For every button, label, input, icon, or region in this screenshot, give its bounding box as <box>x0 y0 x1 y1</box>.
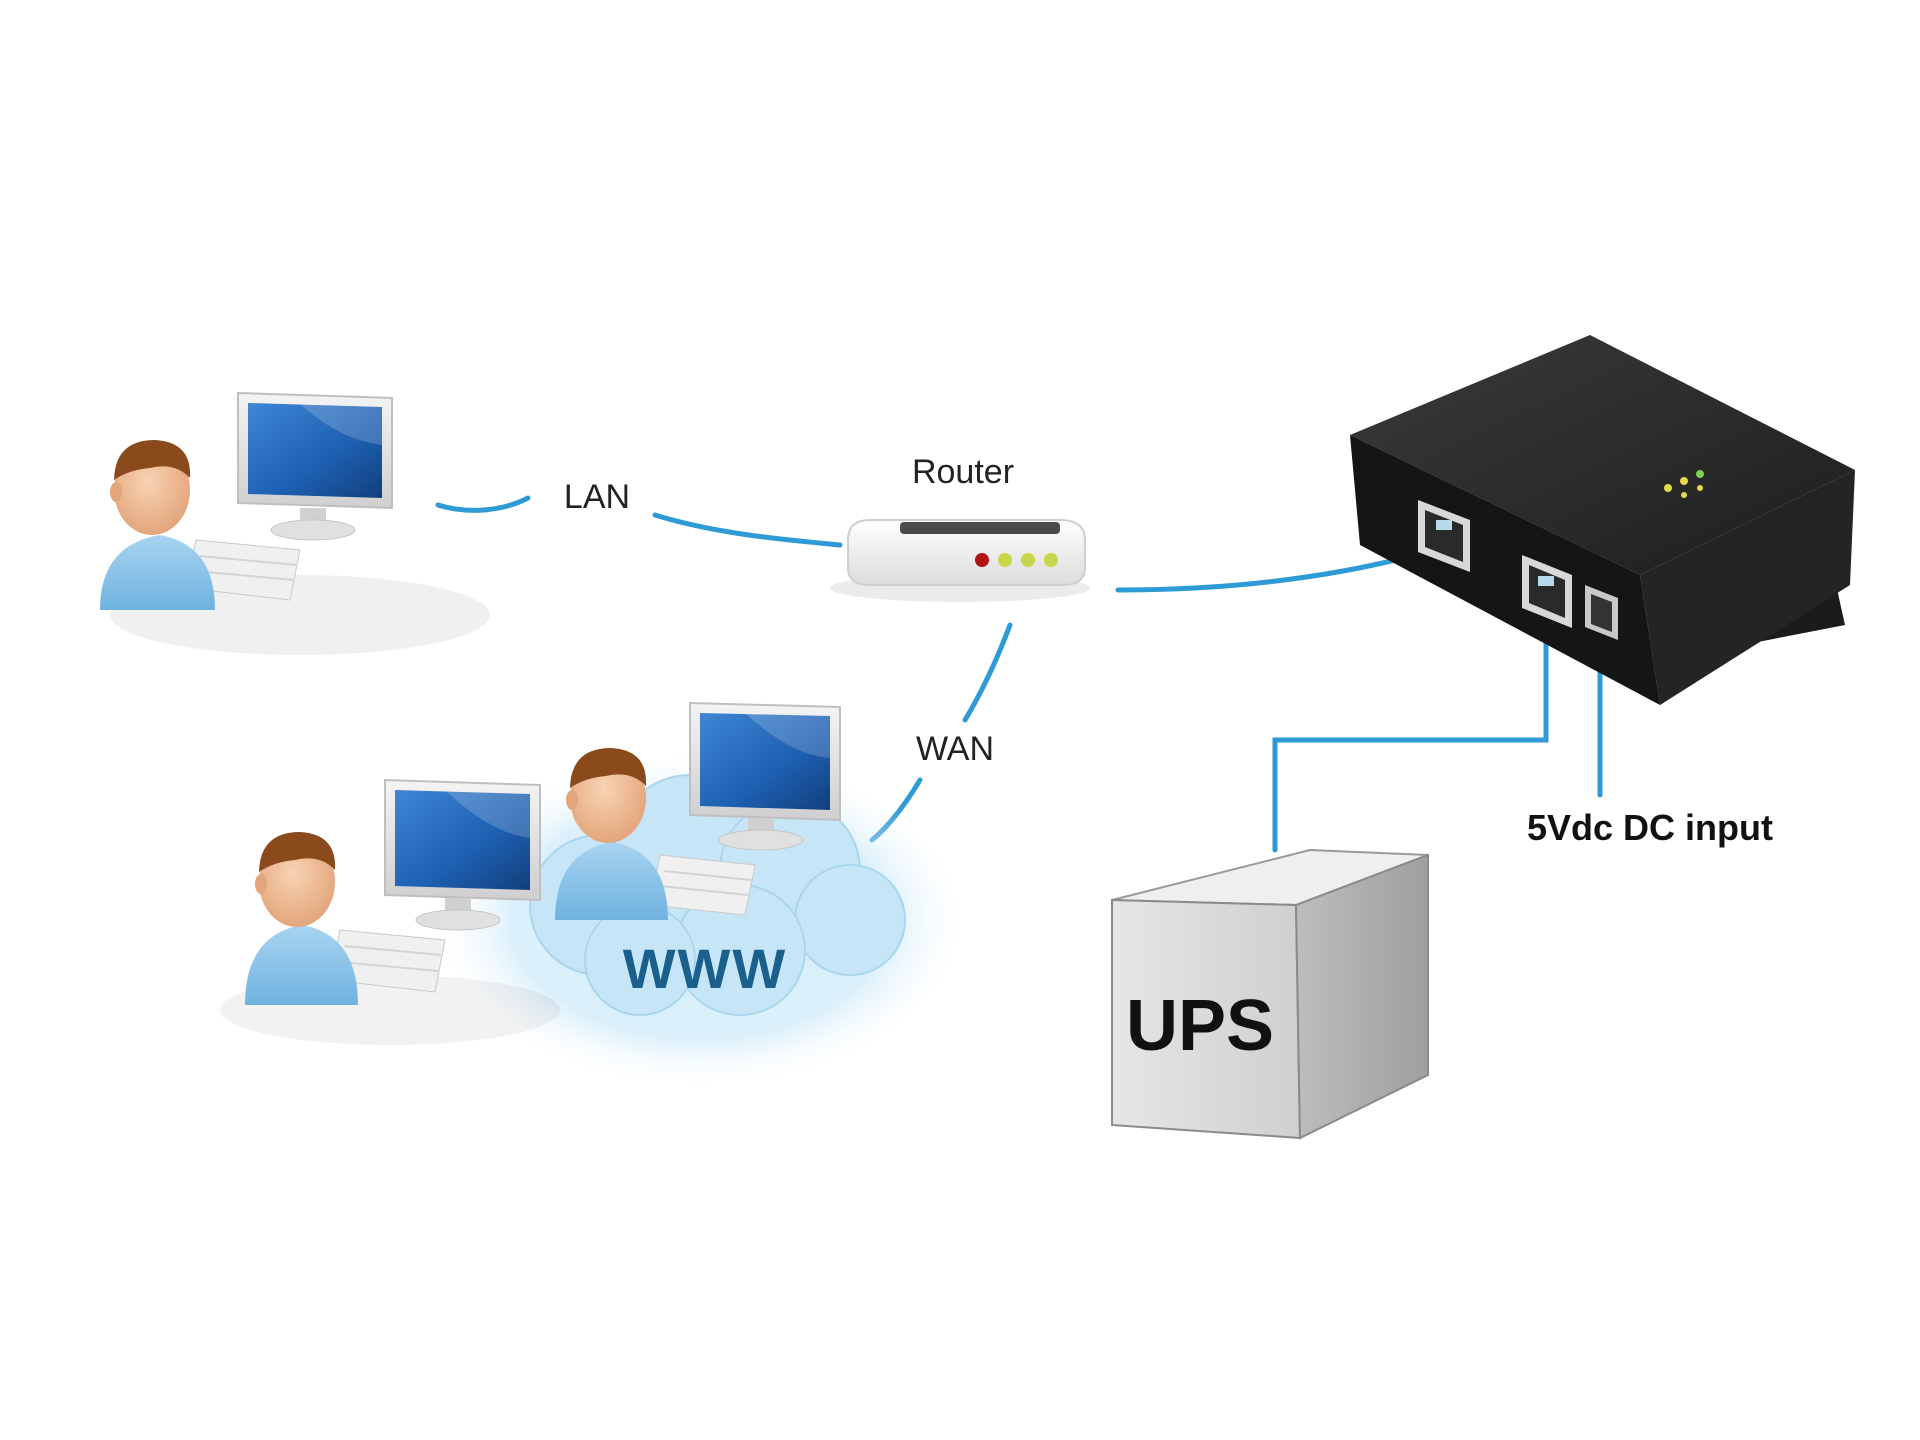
ups-icon <box>1111 848 1429 1140</box>
computer-icon <box>329 778 541 993</box>
device-to-ups-cable <box>1272 595 1549 853</box>
router-label: Router <box>912 453 1014 491</box>
network-card-icon <box>1350 335 1855 705</box>
remote-workstation-1 <box>220 778 560 1045</box>
user-icon <box>245 832 358 1005</box>
remote-workstation-2 <box>555 701 841 920</box>
router-icon <box>847 519 1086 586</box>
ethernet-port-1 <box>1418 500 1470 572</box>
dc-input-label: 5Vdc DC input <box>1527 807 1773 848</box>
computer-icon <box>185 391 393 601</box>
user-icon <box>555 748 668 920</box>
ups-label: UPS <box>1126 986 1274 1066</box>
wan-cable-top <box>962 622 1013 723</box>
lan-workstation <box>100 391 490 655</box>
computer-icon <box>649 701 841 916</box>
user-icon <box>100 440 215 610</box>
lan-cable-left <box>435 495 531 513</box>
wan-label: WAN <box>916 730 994 768</box>
router: Router <box>830 453 1090 602</box>
lan-label: LAN <box>564 478 630 516</box>
dc-port <box>1585 585 1618 640</box>
ethernet-port-2 <box>1522 555 1572 628</box>
www-label: WWW <box>623 937 788 1000</box>
lan-cable-right <box>652 512 843 548</box>
